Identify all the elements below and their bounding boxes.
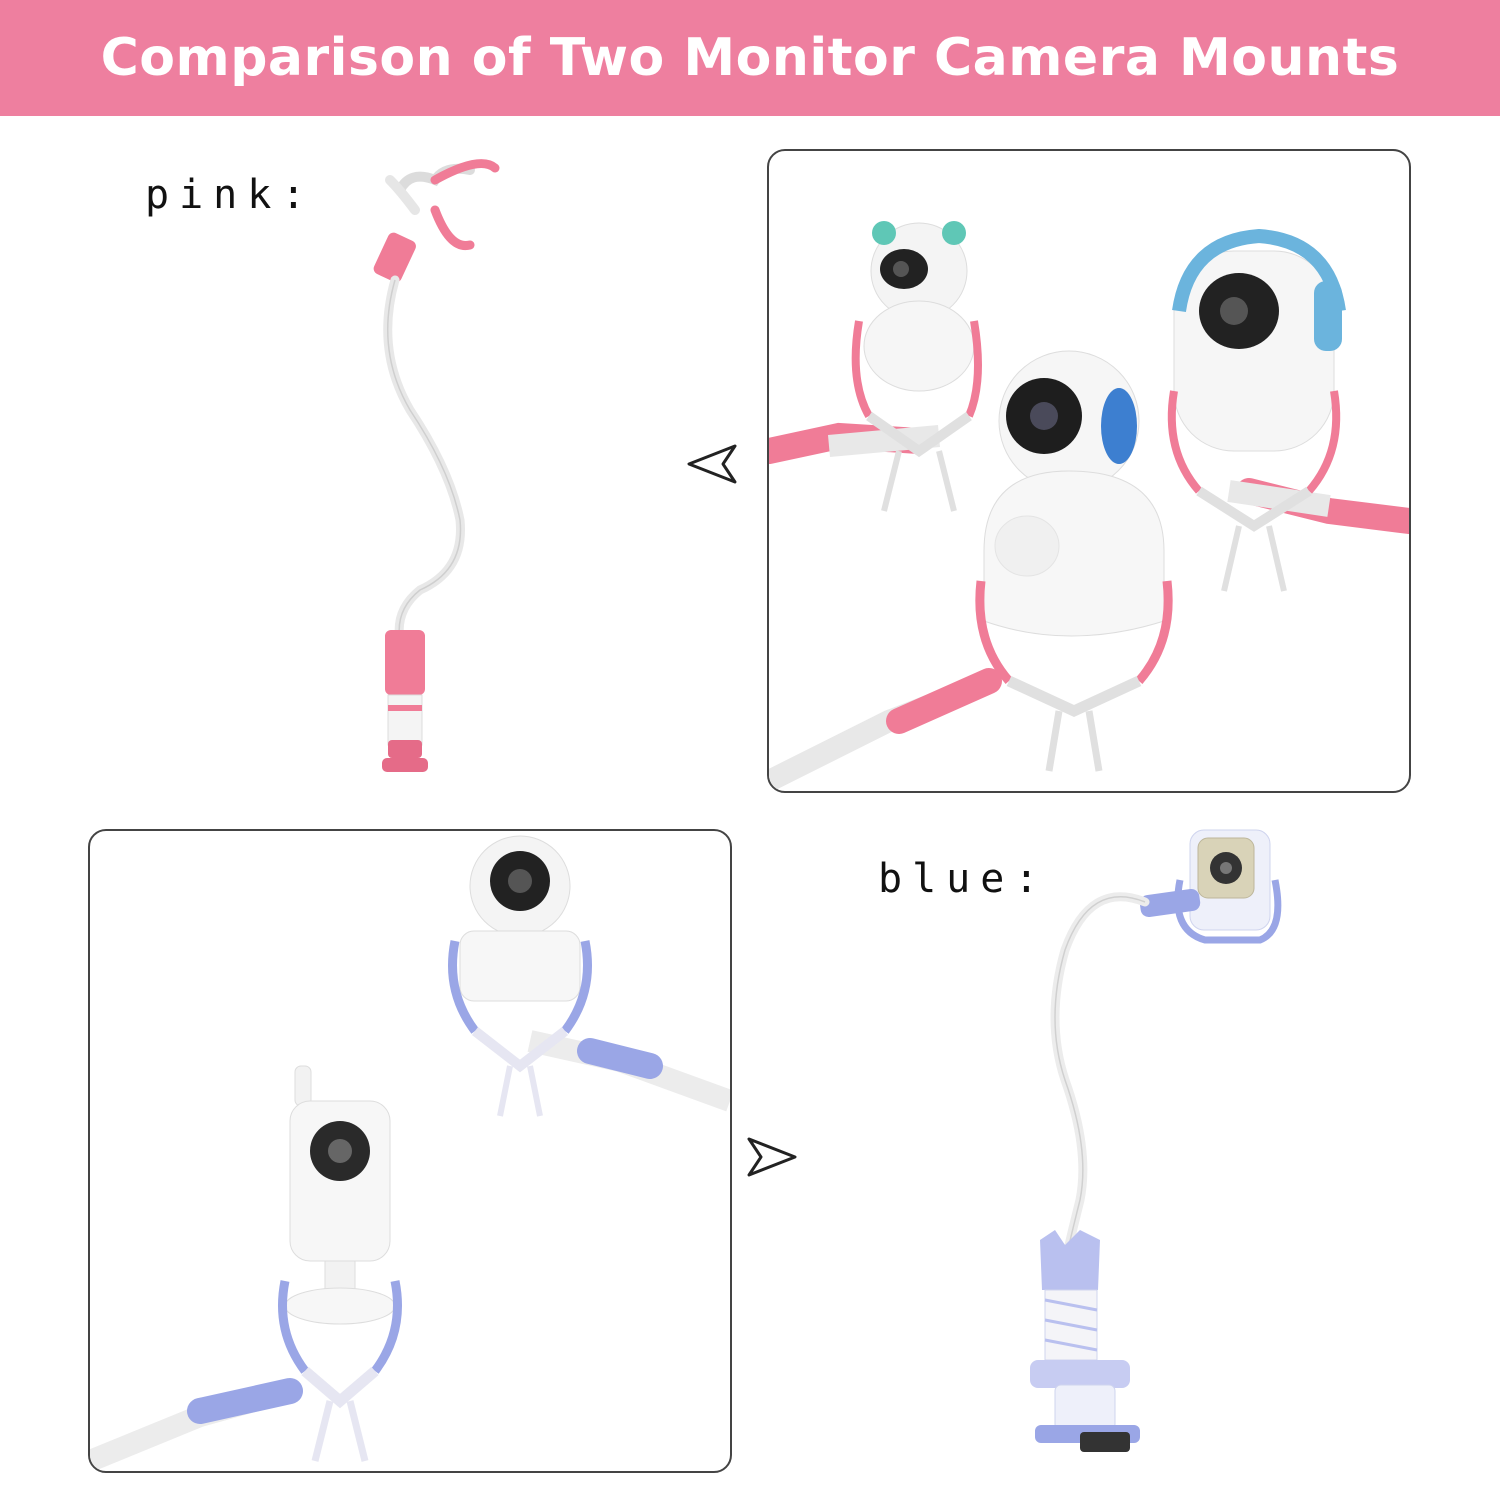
ir-camera — [278, 1065, 402, 1462]
blue-gooseneck — [1050, 892, 1150, 1255]
pink-base — [382, 630, 428, 772]
pink-clamp-head — [373, 159, 500, 283]
pink-gooseneck — [383, 275, 465, 645]
triangle-left-icon — [683, 442, 739, 490]
page-title: Comparison of Two Monitor Camera Mounts — [100, 28, 1400, 88]
blue-base — [1030, 1230, 1140, 1452]
robot-camera — [975, 350, 1173, 772]
pink-usage-panel — [767, 149, 1411, 793]
blue-mount-camera — [1174, 829, 1282, 944]
pan-tilt-camera — [448, 835, 592, 1117]
triangle-right-icon — [745, 1135, 801, 1183]
pink-label: pink: — [145, 172, 316, 218]
panda-camera — [851, 221, 982, 512]
blue-mount-image — [1010, 820, 1300, 1480]
pink-mount-image — [340, 150, 540, 800]
blue-usage-panel — [88, 829, 732, 1473]
dome-camera — [1167, 228, 1346, 592]
blue-label: blue: — [878, 856, 1049, 902]
title-banner: Comparison of Two Monitor Camera Mounts — [0, 0, 1500, 116]
